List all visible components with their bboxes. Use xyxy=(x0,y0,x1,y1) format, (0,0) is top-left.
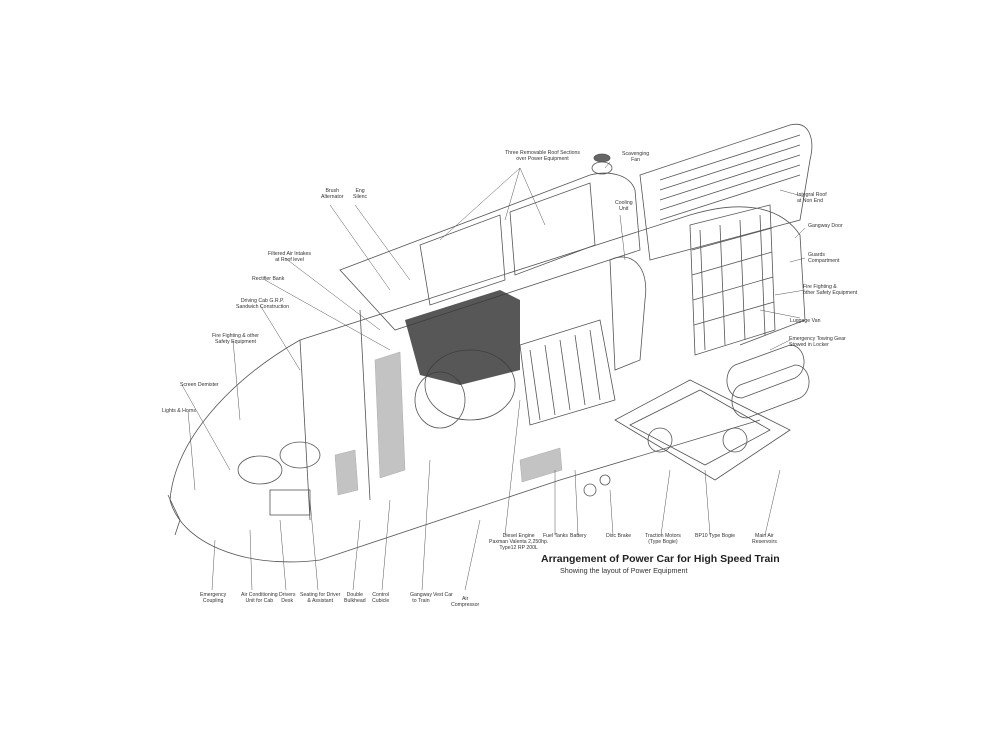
label-luggage-van: Luggage Van xyxy=(790,318,821,324)
label-fuel-tanks: Fuel Tanks xyxy=(543,533,568,539)
label-bogie: BP10 Type Bogie xyxy=(695,533,735,539)
diagram-title: Arrangement of Power Car for High Speed … xyxy=(541,553,780,565)
label-driving-cab: Driving Cab G.R.P.Sandwich Construction xyxy=(236,298,290,310)
label-lights-horns: Lights & Horns xyxy=(162,408,197,414)
label-seating: Seating for Driver& Assistant xyxy=(300,592,341,604)
diagram-subtitle: Showing the layout of Power Equipment xyxy=(560,566,688,575)
label-fire-fighting-right: Fire Fighting &other Safety Equipment xyxy=(803,284,858,296)
label-traction-motors: Traction Motors(Type Bogie) xyxy=(645,533,681,545)
label-gangway-door: Gangway Door xyxy=(808,223,843,229)
label-screen-demister: Screen Demister xyxy=(180,382,219,388)
label-disc-brake: Disc Brake xyxy=(606,533,632,539)
label-rectifier-bank: Rectifier Bank xyxy=(252,276,285,282)
label-vest-car: Vest Car xyxy=(433,592,453,598)
dark-hatch xyxy=(405,290,520,385)
label-battery: Battery xyxy=(570,533,587,539)
